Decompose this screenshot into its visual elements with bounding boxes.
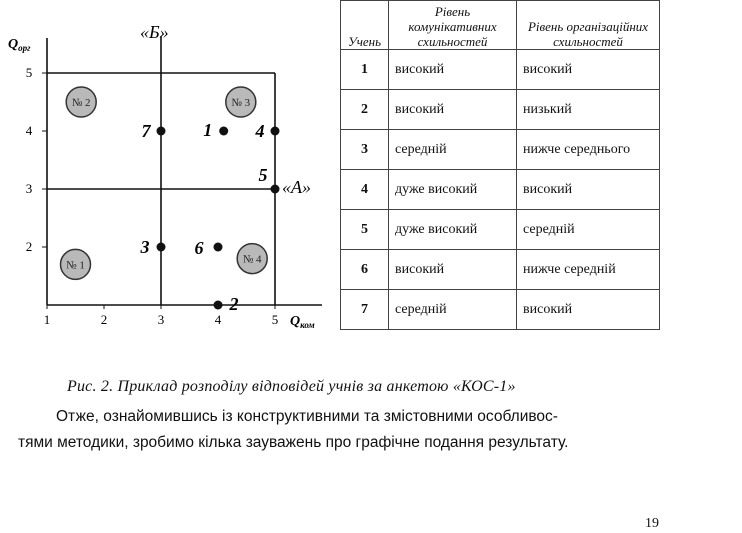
- row-organizational: нижче середнього: [516, 129, 660, 170]
- data-point-label: 1: [203, 120, 212, 140]
- data-point-label: 5: [259, 165, 268, 185]
- zone-circle: [59, 248, 92, 281]
- table-row: 2 високий низький: [340, 89, 660, 130]
- zone-label: № 3: [231, 97, 250, 109]
- row-communicative: середній: [388, 129, 517, 170]
- row-communicative: дуже високий: [388, 169, 517, 210]
- row-student-id: 7: [340, 289, 389, 330]
- row-organizational: високий: [516, 289, 660, 330]
- page-number: 19: [645, 516, 659, 531]
- data-points: 1 2 3 4 5 6 7: [140, 120, 280, 314]
- table-row: 4 дуже високий високий: [340, 169, 660, 210]
- y-axis-label: Qорг: [8, 37, 31, 53]
- header-organizational: Рівень організаційних схильностей: [516, 0, 660, 50]
- y-tick-label: 3: [26, 181, 33, 196]
- paragraph-line-2: тями методики, зробимо кілька зауважень …: [18, 434, 569, 451]
- figure-caption: Рис. 2. Приклад розподілу відповідей учн…: [67, 378, 516, 395]
- table-row: 5 дуже високий середній: [340, 209, 660, 250]
- row-communicative: середній: [388, 289, 517, 330]
- data-point-label: 2: [229, 294, 239, 314]
- divider-label-a: «А»: [282, 177, 311, 197]
- table-row: 1 високий високий: [340, 49, 660, 90]
- y-tick-label: 4: [26, 123, 33, 138]
- row-organizational: високий: [516, 169, 660, 210]
- data-point: [270, 184, 280, 194]
- zone-circles: № 2 № 3 № 1 № 4: [59, 86, 268, 281]
- table-row: 6 високий нижче середній: [340, 249, 660, 290]
- axis-ticks: 1 2 3 4 5 2 3 4 5: [26, 65, 279, 327]
- chart-grid: [46, 36, 322, 306]
- row-student-id: 6: [340, 249, 389, 290]
- row-communicative: високий: [388, 49, 517, 90]
- paragraph-line-1: Отже, ознайомившись із конструктивними т…: [56, 408, 558, 425]
- zone-label: № 1: [66, 259, 85, 271]
- data-point: [219, 126, 229, 136]
- zone-circle: [225, 86, 257, 118]
- x-tick-label: 5: [272, 312, 279, 327]
- x-axis-label: Qком: [290, 314, 315, 330]
- x-tick-label: 1: [44, 312, 51, 327]
- divider-label-b: «Б»: [140, 22, 169, 42]
- row-communicative: дуже високий: [388, 209, 517, 250]
- row-student-id: 2: [340, 89, 389, 130]
- x-tick-label: 2: [101, 312, 108, 327]
- row-student-id: 5: [340, 209, 389, 250]
- data-point-label: 3: [140, 237, 150, 257]
- zone-label: № 4: [243, 254, 262, 266]
- row-communicative: високий: [388, 249, 517, 290]
- x-tick-label: 3: [158, 312, 165, 327]
- data-point: [270, 126, 280, 136]
- table-row: 3 середній нижче середнього: [340, 129, 660, 170]
- row-student-id: 1: [340, 49, 389, 90]
- header-student: Учень: [340, 0, 389, 50]
- students-table: Учень Рівень комунікативних схильностей …: [340, 0, 660, 330]
- table-header-row: Учень Рівень комунікативних схильностей …: [340, 0, 660, 50]
- row-organizational: високий: [516, 49, 660, 90]
- zone-label: № 2: [72, 97, 91, 109]
- y-tick-label: 5: [26, 65, 33, 80]
- data-point-label: 4: [255, 121, 265, 141]
- y-tick-label: 2: [26, 239, 33, 254]
- table-row: 7 середній високий: [340, 289, 660, 330]
- row-organizational: низький: [516, 89, 660, 130]
- x-tick-label: 4: [215, 312, 222, 327]
- row-organizational: нижче середній: [516, 249, 660, 290]
- zone-circle: [65, 86, 97, 118]
- data-point: [156, 242, 166, 252]
- data-point-label: 7: [142, 121, 152, 141]
- header-communicative: Рівень комунікативних схильностей: [388, 0, 517, 50]
- row-student-id: 4: [340, 169, 389, 210]
- row-student-id: 3: [340, 129, 389, 170]
- zone-circle: [236, 242, 268, 275]
- row-organizational: середній: [516, 209, 660, 250]
- body-paragraph: Отже, ознайомившись із конструктивними т…: [18, 404, 678, 456]
- response-distribution-chart: № 2 № 3 № 1 № 4 1 2 3 4 5 6 7 1 2 3 4 5 2 3 4 5 Qорг Qком…: [8, 22, 322, 330]
- data-point: [213, 242, 223, 252]
- data-point: [156, 126, 166, 136]
- row-communicative: високий: [388, 89, 517, 130]
- data-point-label: 6: [195, 238, 204, 258]
